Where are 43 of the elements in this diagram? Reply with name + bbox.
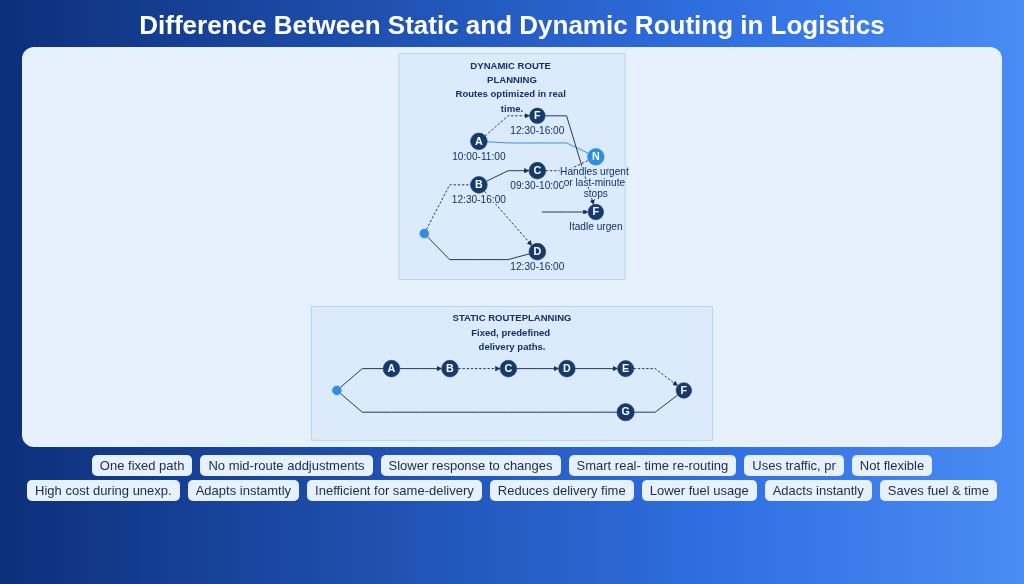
node-circle: D [558, 359, 576, 378]
node-circle: B [441, 359, 459, 378]
node-circle: B [470, 176, 488, 194]
note-text: One fixed path [91, 455, 193, 476]
connector [339, 368, 384, 388]
time-window-text: 12:30-16:00 [510, 261, 565, 273]
time-window-text: 10:00-11:00 [452, 150, 506, 162]
note-text: Uses traffic, pr [744, 455, 844, 476]
node-circle: A [382, 359, 401, 378]
note-text: Not flexible [851, 455, 933, 476]
node-circle: A [470, 132, 488, 150]
node-circle: N [587, 148, 605, 166]
node-circle: E [617, 360, 634, 377]
node-circle: F [529, 107, 546, 124]
node-circle: F [587, 203, 604, 221]
connector [633, 394, 679, 413]
note-text: No mid-route addjustments [200, 455, 373, 476]
connector [426, 236, 530, 261]
node-circle: G [616, 403, 635, 422]
note-text: Lower fuel usage [641, 480, 757, 501]
note-text: Inefficient for same-delivery [307, 480, 482, 501]
note-text: Saves fuel & time [879, 480, 997, 501]
connector [339, 392, 618, 413]
time-window-text: Itadle urgen [569, 221, 623, 233]
connector [545, 159, 589, 172]
node-circle [419, 228, 430, 239]
note-text: Slower response to changes [380, 455, 561, 476]
note-text: Adacts instantly [764, 480, 872, 501]
node-circle [332, 385, 342, 396]
connector [425, 184, 471, 230]
note-text: Adapts instamtly [187, 480, 300, 501]
note-text: Smart real- time re-routing [568, 455, 737, 476]
connector [486, 141, 589, 154]
node-circle: D [528, 243, 546, 261]
node-circle: F [675, 382, 692, 399]
time-window-text: 12:30-16:00 [510, 125, 565, 136]
title: Difference Between Static and Dynamic Routing in Logistics [139, 10, 885, 41]
time-window-text: 09:30-10:00 [510, 180, 565, 192]
time-window-text: 12:30-16:00 [451, 194, 506, 206]
node-circle: C [499, 359, 518, 378]
node-circle: C [528, 162, 546, 180]
note-text: High cost during unexp. [27, 480, 180, 501]
note-text: Reduces delivery fime [489, 480, 634, 501]
